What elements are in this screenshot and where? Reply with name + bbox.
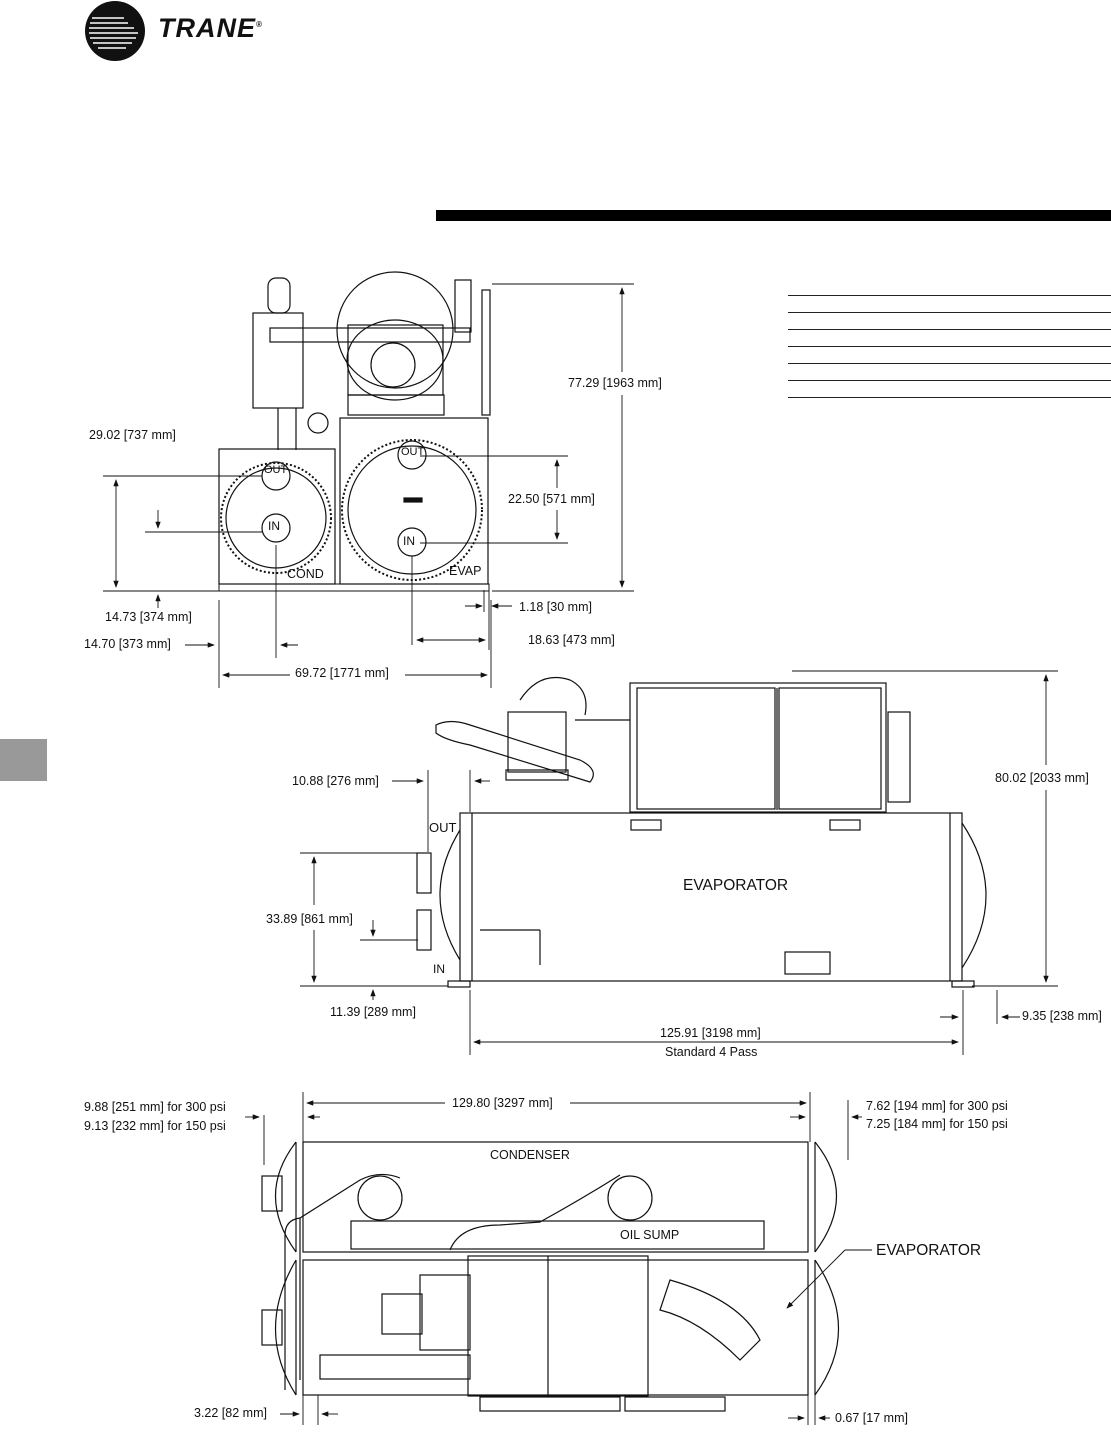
side-view-dims: [300, 670, 1058, 1055]
dim-nozzle-offset: 10.88 [276 mm]: [292, 774, 379, 788]
evap-label: EVAP: [449, 564, 482, 578]
dim-height-front: 77.29 [1963 mm]: [568, 376, 662, 390]
dim-length-side: 125.91 [3198 mm]: [660, 1026, 761, 1040]
dim-evap-nozzle: 22.50 [571 mm]: [508, 492, 595, 506]
oil-sump-label: OIL SUMP: [620, 1228, 680, 1242]
section-rule: [436, 210, 1111, 221]
brand-name: TRANE®: [158, 13, 263, 44]
cond-in-label: IN: [268, 519, 280, 533]
evap-out-label: OUT: [401, 446, 425, 458]
page-tab: [0, 739, 47, 781]
side-out-label: OUT: [429, 820, 457, 835]
dim-right-300: 7.62 [194 mm] for 300 psi: [866, 1099, 1008, 1113]
trane-swirl-icon: [85, 1, 145, 61]
dim-cond-in: 14.73 [374 mm]: [105, 610, 192, 624]
dim-edge-offset: 1.18 [30 mm]: [519, 600, 592, 614]
side-view: [416, 676, 987, 988]
dim-length-top: 129.80 [3297 mm]: [452, 1096, 553, 1110]
dim-cond-out: 29.02 [737 mm]: [89, 428, 176, 442]
dim-end-offset: 9.35 [238 mm]: [1022, 1009, 1102, 1023]
evap-in-label: IN: [403, 534, 415, 548]
dim-right-150: 7.25 [184 mm] for 150 psi: [866, 1117, 1008, 1131]
dim-cond-in-offset: 14.70 [373 mm]: [84, 637, 171, 651]
dim-nozzle-span: 33.89 [861 mm]: [266, 912, 353, 926]
front-view-dims: [103, 283, 634, 688]
side-in-label: IN: [433, 962, 445, 976]
dim-left-300: 9.88 [251 mm] for 300 psi: [84, 1100, 226, 1114]
dim-evap-offset: 18.63 [473 mm]: [528, 633, 615, 647]
dim-width-front: 69.72 [1771 mm]: [295, 666, 389, 680]
brand-wordmark: TRANE: [158, 13, 256, 43]
dim-left-150: 9.13 [232 mm] for 150 psi: [84, 1119, 226, 1133]
dim-in-height: 11.39 [289 mm]: [330, 1005, 416, 1019]
top-view: [261, 1141, 839, 1412]
condenser-label: CONDENSER: [490, 1148, 570, 1162]
cond-out-label: OUT: [264, 464, 288, 476]
top-view-dims: [245, 1092, 872, 1425]
table-rules: [788, 295, 1111, 399]
dim-bottom-right: 0.67 [17 mm]: [835, 1411, 908, 1425]
dim-bottom-left: 3.22 [82 mm]: [194, 1406, 267, 1420]
registered-mark: ®: [256, 20, 263, 29]
trane-logo: [84, 0, 146, 62]
top-evaporator-label: EVAPORATOR: [876, 1242, 982, 1259]
cond-label: COND: [287, 567, 324, 581]
side-evaporator-label: EVAPORATOR: [683, 877, 789, 894]
dim-height-side: 80.02 [2033 mm]: [995, 771, 1089, 785]
dim-length-note: Standard 4 Pass: [665, 1045, 758, 1059]
